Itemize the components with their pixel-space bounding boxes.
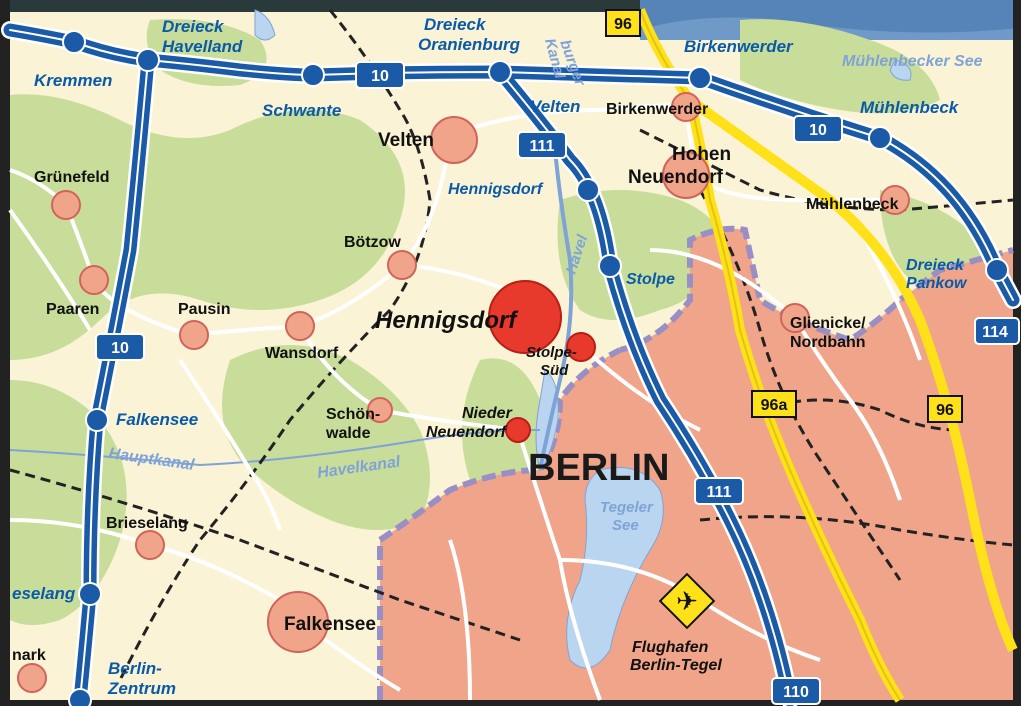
label-muehlenbecker-see: Mühlenbecker See <box>842 53 983 70</box>
label-tegeler-see-2: See <box>612 517 639 534</box>
junction-markers <box>62 30 1009 706</box>
shield-b96a: 96a <box>751 390 797 418</box>
label-schoenwalde-1: Schön- <box>326 406 380 423</box>
frame-right <box>1013 0 1021 706</box>
svg-text:10: 10 <box>111 340 129 357</box>
svg-text:96a: 96a <box>761 397 788 414</box>
berlin-border-west <box>377 347 622 700</box>
svg-text:111: 111 <box>530 138 555 155</box>
label-stolpe-junction: Stolpe <box>626 271 675 288</box>
berlin-border-north <box>619 225 1014 353</box>
airport-icon[interactable]: ✈ <box>658 572 716 630</box>
label-birkenwerder: Birkenwerder <box>606 101 708 118</box>
svg-text:110: 110 <box>783 684 809 701</box>
label-dreieck-oranienburg-1: Dreieck <box>424 15 487 34</box>
shield-b96-1: 96 <box>605 9 641 37</box>
label-velten-junction: Velten <box>530 97 580 116</box>
label-berlin-zentrum-2: Zentrum <box>107 679 176 698</box>
label-kremmen: Kremmen <box>34 71 112 90</box>
sky-shade <box>640 0 1021 33</box>
label-hohen: Hohen <box>672 144 731 165</box>
label-neuendorf: Neuendorf <box>628 167 724 188</box>
label-muehlenbeck: Mühlenbeck <box>806 196 899 213</box>
svg-text:114: 114 <box>982 324 1008 341</box>
label-dreieck-pankow-1: Dreieck <box>906 257 965 274</box>
label-wansdorf: Wansdorf <box>265 345 339 362</box>
label-stolpe-sued-2: Süd <box>540 362 569 379</box>
svg-text:✈: ✈ <box>676 586 698 616</box>
shield-a10-2: 10 <box>793 115 843 143</box>
svg-text:96: 96 <box>614 16 632 33</box>
town-labels: Velten Hohen Neuendorf Birkenwerder Grün… <box>12 101 899 664</box>
label-schoenwalde-2: walde <box>325 425 371 442</box>
label-dreieck-havelland-1: Dreieck <box>162 17 225 36</box>
city-label-berlin: BERLIN <box>528 447 669 489</box>
svg-text:96: 96 <box>936 402 954 419</box>
label-birkenwerder-junction: Birkenwerder <box>684 37 794 56</box>
svg-text:111: 111 <box>707 484 732 501</box>
label-muehlenbeck-junction: Mühlenbeck <box>860 98 960 117</box>
svg-text:10: 10 <box>371 68 389 85</box>
federal-shields: 96 96a 96 <box>605 9 963 423</box>
label-dreieck-oranienburg-2: Oranienburg <box>418 35 521 54</box>
shield-a111-1: 111 <box>517 131 567 159</box>
label-nauen-partial: nark <box>12 647 46 664</box>
label-hennigsdorf: Hennigsdorf <box>375 307 518 334</box>
junction-labels: Dreieck Havelland Dreieck Oranienburg Bi… <box>12 15 968 698</box>
label-pausin: Pausin <box>178 301 230 318</box>
label-boetzow: Bötzow <box>344 234 401 251</box>
label-falkensee-junction: Falkensee <box>116 410 198 429</box>
water-bodies <box>254 9 912 669</box>
svg-text:10: 10 <box>809 122 827 139</box>
label-glienicke: Glienicke/ <box>790 315 866 332</box>
label-tegeler-see-1: Tegeler <box>600 499 654 516</box>
havel-river <box>538 149 574 471</box>
label-paaren: Paaren <box>46 301 99 318</box>
label-schwante: Schwante <box>262 101 341 120</box>
frame-bottom <box>0 700 1021 706</box>
label-falkensee: Falkensee <box>284 614 376 635</box>
label-velten: Velten <box>378 130 434 151</box>
label-flughafen-2: Berlin-Tegel <box>630 657 722 674</box>
label-dreieck-havelland-2: Havelland <box>162 37 243 56</box>
label-gruenefeld: Grünefeld <box>34 169 110 186</box>
label-dreieck-pankow-2: Pankow <box>906 275 968 292</box>
frame-left <box>0 0 10 706</box>
label-nieder-neuendorf: Neuendorf <box>426 424 508 441</box>
label-brieselang-junction: eselang <box>12 584 76 603</box>
federal-road-96 <box>687 95 1018 653</box>
label-nieder: Nieder <box>462 405 513 422</box>
shield-a111-2: 111 <box>694 477 744 505</box>
label-flughafen-1: Flughafen <box>632 639 709 656</box>
label-nordbahn: Nordbahn <box>790 334 866 351</box>
shield-a114: 114 <box>974 317 1020 345</box>
shield-a10-3: 10 <box>95 333 145 361</box>
motorway-shields: 10 10 10 111 111 110 114 <box>95 61 1020 705</box>
shield-a10-1: 10 <box>355 61 405 89</box>
forest-areas <box>10 19 990 625</box>
label-stolpe-sued-1: Stolpe- <box>526 344 577 361</box>
shield-a110: 110 <box>771 677 821 705</box>
label-berlin-zentrum-1: Berlin- <box>108 659 162 678</box>
shield-b96-2: 96 <box>927 395 963 423</box>
town-markers <box>17 92 910 693</box>
label-hennigsdorf-junction: Hennigsdorf <box>448 181 544 198</box>
label-brieselang: Brieselang <box>106 515 188 532</box>
